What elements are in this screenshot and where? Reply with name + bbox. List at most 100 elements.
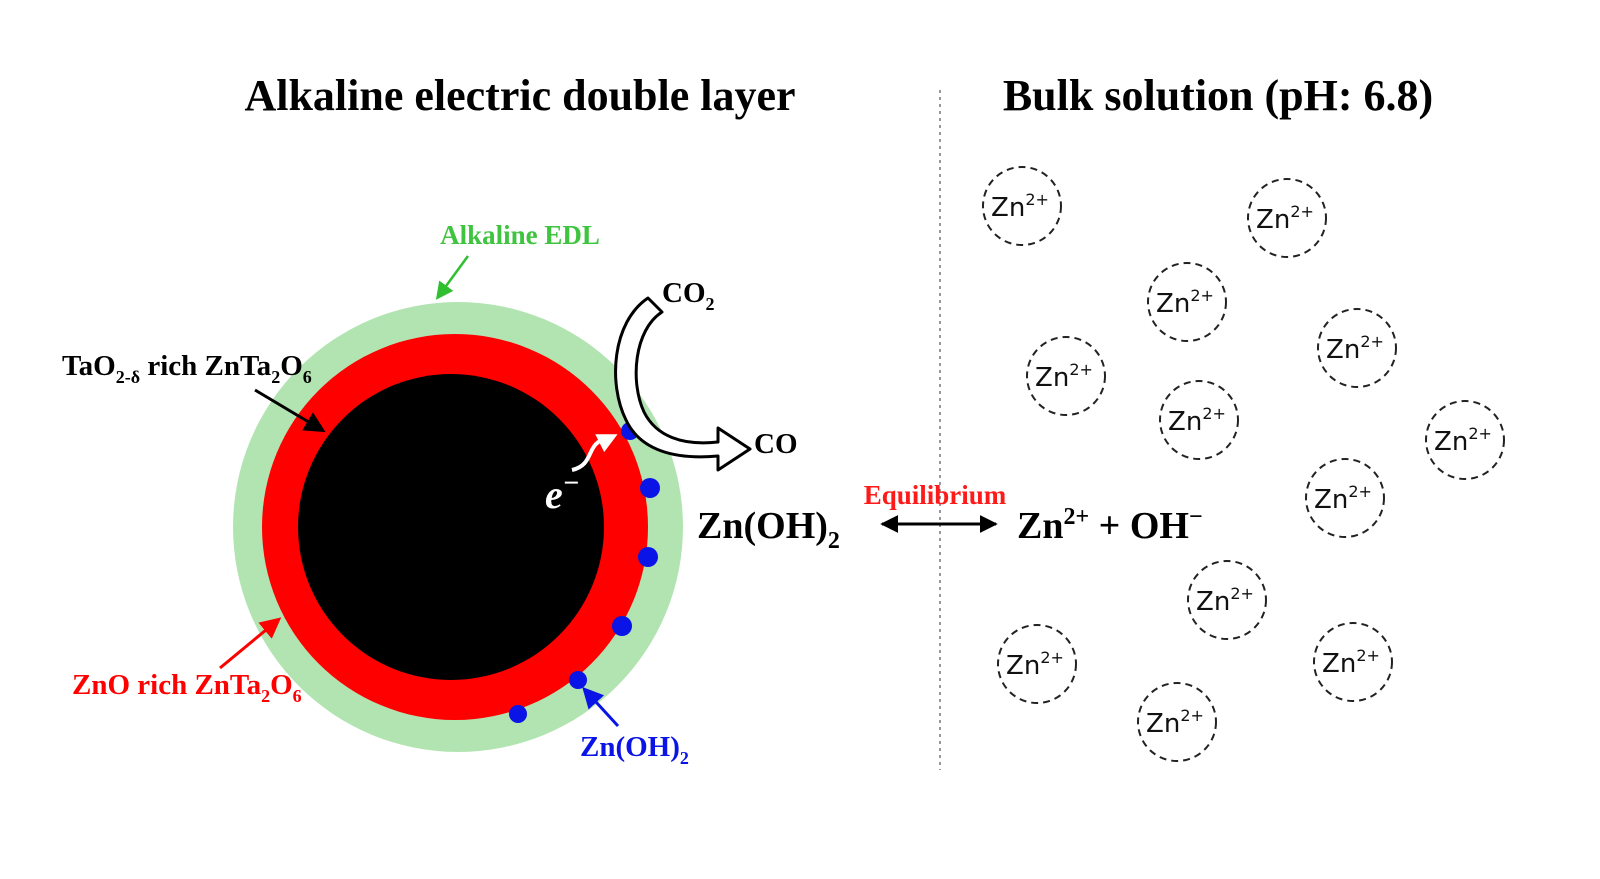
electron-symbol: e: [545, 472, 563, 517]
zn-ion-boundary: [1317, 308, 1397, 388]
zn-ion-charge: 2+: [1025, 190, 1049, 209]
zn-ion-boundary: [1026, 336, 1106, 416]
zn-ion-symbol: Zn: [1168, 407, 1202, 437]
zno-rich-label: ZnO rich ZnTa2O6: [72, 669, 302, 706]
zn-ion: Zn2+: [1026, 336, 1106, 416]
zn-ion-boundary: [1313, 622, 1393, 702]
zn-ion-charge: 2+: [1069, 360, 1093, 379]
zn-ion-symbol: Zn: [1035, 363, 1069, 393]
zn-ion: Zn2+: [982, 166, 1062, 246]
tao-rich-label-part: TaO: [62, 350, 116, 382]
zn-ion-boundary: [997, 624, 1077, 704]
zn-ion: Zn2+: [1247, 178, 1327, 258]
zn-oh2-dot: [569, 671, 587, 689]
zn-ion-charge: 2+: [1230, 584, 1254, 603]
zn-ion-boundary: [1305, 458, 1385, 538]
particle: [233, 302, 683, 752]
electron-squiggle-arrow-icon: [571, 434, 618, 472]
electron-charge: −: [563, 468, 580, 499]
zn-ion: Zn2+: [1187, 560, 1267, 640]
zn-oh2-label-part: Zn(OH): [580, 731, 680, 763]
zn-ion: Zn2+: [1147, 262, 1227, 342]
zn-ion-label: Zn2+: [1256, 202, 1314, 235]
zn-ion: Zn2+: [1159, 380, 1239, 460]
tao-rich-arrow: [254, 388, 326, 433]
zn-ion-charge: 2+: [1356, 646, 1380, 665]
zn-oh2-label-sub: 2: [680, 748, 689, 768]
co2-label-sub: 2: [706, 294, 715, 314]
curved-hollow-arrow-icon: [614, 296, 752, 472]
zn-ion-charge: 2+: [1190, 286, 1214, 305]
zn-ion-label: Zn2+: [1146, 706, 1204, 739]
products-sup: 2+: [1063, 504, 1089, 530]
tao-rich-label-sub: 2-δ: [116, 367, 140, 387]
zn-ion-symbol: Zn: [1326, 335, 1360, 365]
zn-ion-charge: 2+: [1360, 332, 1384, 351]
zn-ion-label: Zn2+: [1156, 286, 1214, 319]
right-panel-title: Bulk solution (pH: 6.8): [1003, 71, 1433, 120]
zno-rich-label-sub: 2: [261, 686, 270, 706]
zn-ion-boundary: [1425, 400, 1505, 480]
zn-oh2-arrow: [582, 686, 620, 728]
zn-ion-charge: 2+: [1202, 404, 1226, 423]
zn-ion-symbol: Zn: [991, 193, 1025, 223]
zn-ion-label: Zn2+: [1322, 646, 1380, 679]
zn-ion-label: Zn2+: [1196, 584, 1254, 617]
zn-oh2-deposits: [509, 422, 660, 723]
tao-rich-core: [298, 374, 604, 680]
zn-oh2-reactant: Zn(OH)2: [697, 505, 840, 554]
tao-rich-label-part: O: [280, 350, 303, 382]
zn-ion-label: Zn2+: [991, 190, 1049, 223]
zn-ion-label: Zn2+: [1035, 360, 1093, 393]
zn-ion-charge: 2+: [1468, 424, 1492, 443]
zn-oh2-dot: [638, 547, 658, 567]
zn-ion-boundary: [982, 166, 1062, 246]
co2-label-part: CO: [662, 277, 706, 309]
tao-rich-label-part: rich ZnTa: [140, 350, 272, 382]
co-label: CO: [754, 428, 798, 460]
zn-ion-symbol: Zn: [1256, 205, 1290, 235]
zn-ion-label: Zn2+: [1314, 482, 1372, 515]
zn-ion: Zn2+: [1317, 308, 1397, 388]
zn-ion-boundary: [1147, 262, 1227, 342]
zno-rich-arrow: [219, 617, 282, 670]
products-sup: −: [1189, 504, 1203, 530]
zn-ion-symbol: Zn: [1314, 485, 1348, 515]
zn-oh2-dot: [640, 478, 660, 498]
zn-ion-charge: 2+: [1040, 648, 1064, 667]
zn-ion-boundary: [1159, 380, 1239, 460]
electron-label: e−: [545, 468, 580, 517]
zn-ion: Zn2+: [1425, 400, 1505, 480]
zn-oh2-reactant-sub: 2: [828, 528, 840, 554]
zn-ion-symbol: Zn: [1434, 427, 1468, 457]
zno-rich-label-part: ZnO rich ZnTa: [72, 669, 262, 701]
zn-oh2-label: Zn(OH)2: [580, 731, 689, 768]
zn-oh2-reactant-part: Zn(OH): [697, 505, 828, 547]
zn-ion-label: Zn2+: [1168, 404, 1226, 437]
products-part: + OH: [1089, 505, 1189, 547]
zn-ion: Zn2+: [1313, 622, 1393, 702]
co2-label: CO2: [662, 277, 715, 314]
zn-ion-boundary: [1187, 560, 1267, 640]
zn-ion-label: Zn2+: [1434, 424, 1492, 457]
zn-ion: Zn2+: [1305, 458, 1385, 538]
zn-ion-symbol: Zn: [1146, 709, 1180, 739]
tao-rich-label: TaO2-δ rich ZnTa2O6: [62, 350, 312, 387]
alkaline-edl-label: Alkaline EDL: [440, 220, 600, 250]
equilibrium-label: Equilibrium: [864, 480, 1007, 510]
zn-ion-boundary: [1247, 178, 1327, 258]
zn-ion-label: Zn2+: [1006, 648, 1064, 681]
zno-rich-label-part: O: [270, 669, 293, 701]
zn-ion-charge: 2+: [1290, 202, 1314, 221]
products-part: Zn: [1017, 505, 1063, 547]
zn-ion-label: Zn2+: [1326, 332, 1384, 365]
tao-rich-label-sub: 2: [271, 367, 280, 387]
zn-ion-symbol: Zn: [1196, 587, 1230, 617]
left-panel-title: Alkaline electric double layer: [244, 71, 795, 120]
zn-oh2-dot: [509, 705, 527, 723]
zn-oh-products: Zn2+ + OH−: [1017, 504, 1203, 547]
zn-ion: Zn2+: [997, 624, 1077, 704]
zno-rich-label-sub: 6: [293, 686, 302, 706]
zn-ion-boundary: [1137, 682, 1217, 762]
